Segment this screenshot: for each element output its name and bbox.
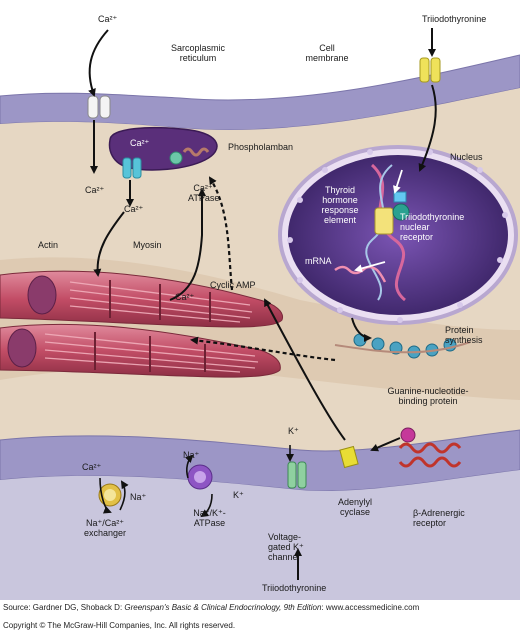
diagram-figure: Ca²⁺ Sarcoplasmic reticulum Cell membran… <box>0 0 520 600</box>
label-g-protein: Guanine-nucleotide- binding protein <box>387 386 469 406</box>
label-voltage-gated-k: Voltage- gated K⁺ channel <box>268 532 304 562</box>
caption-source: Source: Gardner DG, Shoback D: Greenspan… <box>3 603 419 613</box>
label-ca-sr-below: Ca²⁺ <box>124 204 144 214</box>
label-actin: Actin <box>38 240 59 250</box>
label-cyclic-amp: Cyclic AMP <box>210 280 256 290</box>
caption-www: : www.accessmedicine.com <box>321 603 420 612</box>
extracellular-top <box>0 0 520 102</box>
label-t3-nuclear-receptor: Triiodothyronine nuclear receptor <box>400 212 465 242</box>
label-sarcoplasmic-reticulum: Sarcoplasmic reticulum <box>170 43 226 63</box>
label-ca-channel-below: Ca²⁺ <box>85 185 105 195</box>
beta-adrenergic-shape <box>398 442 462 468</box>
g-protein-shape <box>400 427 416 443</box>
label-k-plus-pump: K⁺ <box>233 490 244 500</box>
adenylyl-cyclase-shape <box>339 445 359 469</box>
label-ca-actin: Ca²⁺ <box>175 292 195 302</box>
label-adenylyl-cyclase: Adenylyl cyclase <box>337 497 373 517</box>
label-cell-membrane: Cell membrane <box>305 43 349 63</box>
label-mrna: mRNA <box>305 256 332 266</box>
label-ca-sr-inside: Ca²⁺ <box>130 138 150 148</box>
label-na-ca-exchanger: Na⁺/Ca²⁺ exchanger <box>83 518 127 538</box>
label-myosin: Myosin <box>133 240 162 250</box>
label-protein-synthesis: Protein synthesis <box>445 325 483 345</box>
label-na-k-atpase: Na⁺/K⁺- ATPase <box>193 508 226 528</box>
myofibril-upper <box>0 270 284 328</box>
caption-copyright: Copyright © The McGraw-Hill Companies, I… <box>3 621 236 630</box>
caption-source-prefix: Source: Gardner DG, Shoback D: <box>3 603 125 612</box>
label-ca-top: Ca²⁺ <box>98 14 118 24</box>
label-phospholamban: Phospholamban <box>228 142 294 152</box>
diagram-canvas <box>0 0 520 600</box>
label-nucleus: Nucleus <box>450 152 483 162</box>
label-ca-exchanger: Ca²⁺ <box>82 462 102 472</box>
label-ca-atpase: Ca²⁺ ATPase <box>188 183 220 203</box>
label-triiodothyronine-top: Triiodothyronine <box>422 14 487 24</box>
label-na-plus-top: Na⁺ <box>183 450 200 460</box>
myofibril-lower <box>0 323 281 378</box>
caption-book-title: Greenspan's Basic & Clinical Endocrinolo… <box>124 603 322 612</box>
label-beta-adrenergic: β-Adrenergic receptor <box>413 508 465 528</box>
label-k-plus: K⁺ <box>288 426 299 436</box>
label-triiodothyronine-bottom: Triiodothyronine <box>262 583 327 593</box>
label-na-plus-exchanger: Na⁺ <box>130 492 147 502</box>
label-thyroid-hre: Thyroid hormone response element <box>321 185 359 225</box>
